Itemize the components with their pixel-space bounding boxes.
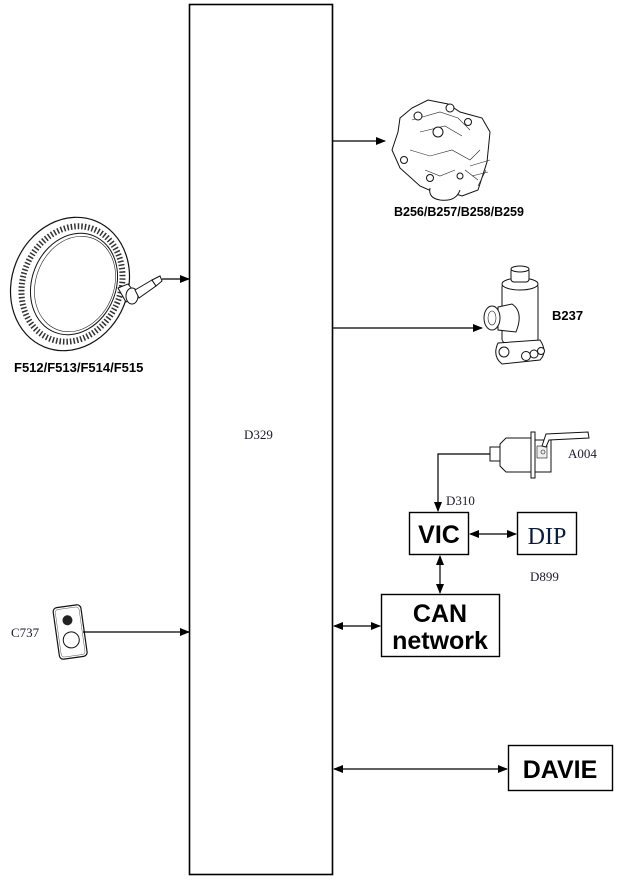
b237-label: B237 <box>552 308 583 323</box>
sensor-a004: A004 <box>434 431 597 512</box>
vic-box <box>408 511 470 556</box>
output-b256-b259: B256/B257/B258/B259 <box>333 99 524 219</box>
a004-label: A004 <box>568 446 597 461</box>
b256-b259-label: B256/B257/B258/B259 <box>394 205 524 219</box>
dip-label: DIP <box>528 524 567 550</box>
input-c737: C737 <box>11 604 190 660</box>
input-f512-f515: F512/F513/F514/F515 <box>9 216 190 375</box>
arrow-a004-to-vic <box>434 453 490 512</box>
vic-id-label: D310 <box>446 493 475 508</box>
davie-unit: DAVIE <box>507 744 614 792</box>
central-unit-d329: D329 <box>188 3 334 876</box>
can-label-line1: CAN <box>413 600 467 628</box>
central-unit-box <box>188 3 334 876</box>
c737-label: C737 <box>11 625 40 640</box>
central-unit-label: D329 <box>244 427 273 442</box>
davie-label: DAVIE <box>523 756 598 784</box>
davie-box <box>507 744 614 792</box>
solenoid-valve-icon <box>483 265 545 365</box>
dip-box <box>516 511 578 556</box>
sensor-a004-icon <box>489 431 590 479</box>
can-network: CAN network <box>380 593 501 658</box>
dip-id-label: D899 <box>530 569 559 584</box>
f512-f515-label: F512/F513/F514/F515 <box>14 360 143 375</box>
vic-unit: D310 VIC <box>408 493 475 556</box>
can-label-line2: network <box>392 627 488 655</box>
dip-unit: DIP D899 <box>516 511 578 584</box>
output-b237: B237 <box>333 265 583 365</box>
vic-label: VIC <box>418 521 460 549</box>
switch-icon <box>52 604 88 660</box>
pressure-modulator-valve-icon <box>391 99 491 201</box>
can-network-box <box>380 593 501 658</box>
abs-sensor-ring-icon <box>9 216 163 352</box>
